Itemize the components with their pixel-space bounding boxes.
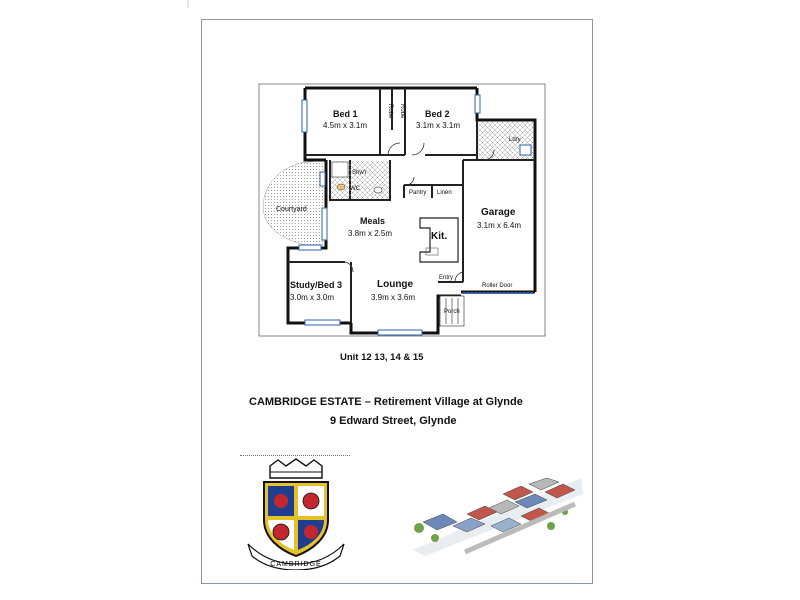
roller-door-label: Roller Door <box>482 283 512 289</box>
laundry-label: Ldry <box>509 137 521 143</box>
bed2-size: 3.1m x 3.1m <box>416 121 460 130</box>
entry-label: Entry <box>439 275 453 281</box>
meals-size: 3.8m x 2.5m <box>348 229 392 238</box>
shower-tray <box>331 161 349 178</box>
brochure-sheet <box>201 19 593 584</box>
kitchen-sink <box>425 247 439 256</box>
garage-size: 3.1m x 6.4m <box>477 221 521 230</box>
linen-label: Linen <box>437 190 452 196</box>
bed1-label: Bed 1 <box>333 109 358 119</box>
site-boundary <box>258 83 546 337</box>
study-label: Study/Bed 3 <box>290 280 342 290</box>
crest-crown <box>269 458 323 479</box>
laundry-tub <box>519 144 532 156</box>
unit-numbers: Unit 12 13, 14 & 15 <box>340 352 424 363</box>
cambridge-crest: CAMBRIDGE <box>247 458 345 570</box>
shower-label: Shw'r <box>352 170 367 176</box>
courtyard-area <box>262 159 327 249</box>
toilet <box>336 183 346 191</box>
crest-rose-tr <box>302 492 320 510</box>
crest-lion-tl <box>274 494 288 508</box>
basin <box>373 186 383 194</box>
windows <box>298 94 481 336</box>
estate-address: 9 Edward Street, Glynde <box>330 415 457 427</box>
wc-label: WC <box>350 186 361 192</box>
porch-label: Porch <box>444 309 460 315</box>
estate-title: CAMBRIDGE ESTATE – Retirement Village at… <box>249 396 523 408</box>
divider-line <box>240 455 350 456</box>
lounge-label: Lounge <box>377 279 414 290</box>
crest-rose-bl <box>272 523 290 541</box>
crest-banner-text: CAMBRIDGE <box>270 561 321 568</box>
kitchen-label: Kit. <box>431 231 447 242</box>
bed1-size: 4.5m x 3.1m <box>323 121 367 130</box>
robe-label-a: Robe <box>387 104 393 119</box>
scan-mark <box>187 0 189 8</box>
robe-label-b: Robe <box>399 104 405 119</box>
study-size: 3.0m x 3.0m <box>290 293 334 302</box>
courtyard-label: Courtyard <box>276 206 307 213</box>
lounge-size: 3.9m x 3.6m <box>371 293 415 302</box>
village-aerial-illustration <box>413 477 583 556</box>
kitchen-bench <box>419 217 459 263</box>
door-swings <box>344 142 495 283</box>
porch-steps <box>439 295 465 327</box>
road <box>464 501 576 555</box>
floor-plan: Bed 1 4.5m x 3.1m Bed 2 3.1m x 3.1m Robe… <box>258 83 546 337</box>
roof-row <box>422 477 576 533</box>
meals-label: Meals <box>360 216 385 226</box>
bed2-label: Bed 2 <box>425 109 450 119</box>
crest-lion-br <box>304 525 318 539</box>
crest-banner <box>247 543 345 570</box>
garage-label: Garage <box>481 207 516 218</box>
pantry-label: Pantry <box>409 190 426 196</box>
